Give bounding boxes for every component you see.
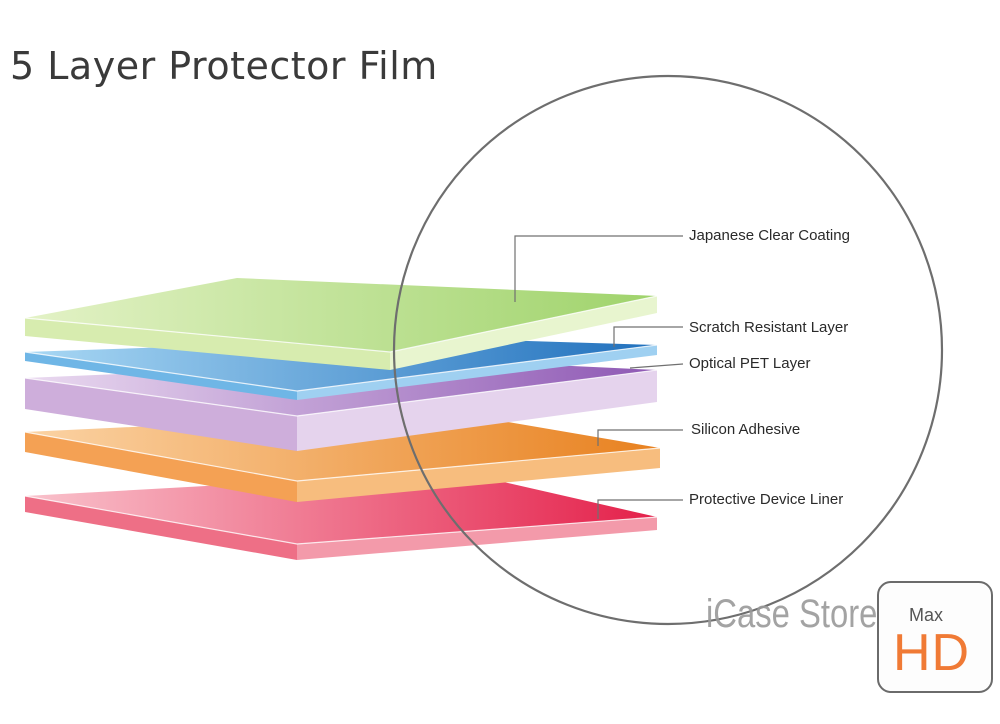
leader-line-scratch-resistant — [613, 326, 683, 347]
leader-line-device-liner — [597, 499, 683, 519]
leader-line-optical-pet — [629, 363, 684, 369]
label-japanese-clear-coating: Japanese Clear Coating — [689, 227, 850, 244]
layer-protective-device-liner — [24, 472, 658, 560]
leader-line-silicon-adhesive — [597, 429, 683, 446]
badge-hd-text: HD — [893, 624, 971, 682]
label-scratch-resistant-layer: Scratch Resistant Layer — [689, 319, 848, 336]
leader-line-clear-coating — [514, 235, 683, 302]
label-silicon-adhesive: Silicon Adhesive — [691, 421, 800, 438]
magnifier-circle — [392, 74, 944, 626]
store-watermark: iCase Store — [706, 592, 878, 636]
layer-japanese-clear-coating — [24, 278, 658, 370]
label-optical-pet-layer: Optical PET Layer — [689, 355, 810, 372]
badge-max-text: Max — [909, 605, 944, 625]
max-hd-badge: Max HD — [877, 581, 993, 693]
page-title: 5 Layer Protector Film — [10, 44, 438, 88]
label-protective-device-liner: Protective Device Liner — [689, 491, 843, 508]
